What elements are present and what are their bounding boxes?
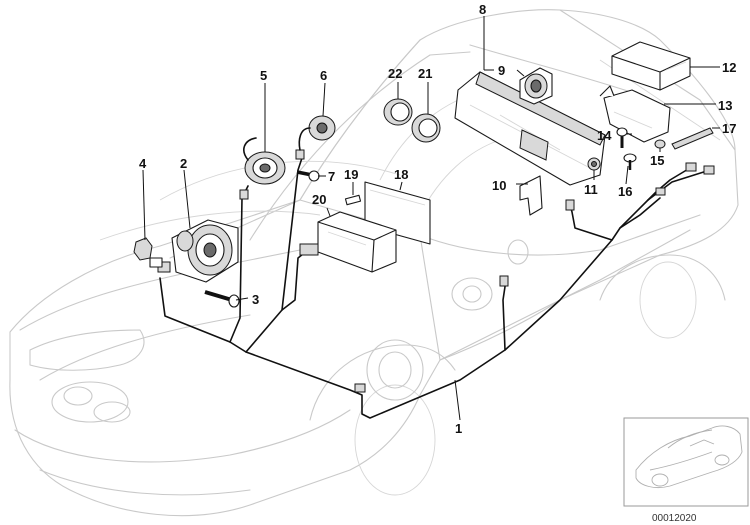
callout-15: 15 bbox=[650, 153, 664, 168]
callout-8: 8 bbox=[479, 2, 486, 17]
screw-part-16 bbox=[623, 153, 637, 170]
callout-16: 16 bbox=[618, 184, 632, 199]
ghost-door-speaker bbox=[366, 239, 529, 401]
callout-5: 5 bbox=[260, 68, 267, 83]
subwoofer-box-part-8 bbox=[454, 71, 606, 186]
callout-21: 21 bbox=[418, 66, 432, 81]
callout-20: 20 bbox=[312, 192, 326, 207]
wiring-harness bbox=[157, 149, 715, 419]
speaker-part-2 bbox=[171, 219, 239, 283]
callout-18: 18 bbox=[394, 167, 408, 182]
callout-2: 2 bbox=[180, 156, 187, 171]
tweeter-part-4 bbox=[133, 237, 163, 268]
ring-part-22 bbox=[383, 98, 413, 126]
pin-part-19 bbox=[344, 194, 362, 206]
inset-car-icon bbox=[635, 425, 743, 489]
grommet-part-15 bbox=[654, 139, 666, 149]
nut-part-11 bbox=[587, 157, 601, 171]
callout-9: 9 bbox=[498, 63, 505, 78]
leader-lines bbox=[142, 16, 720, 421]
callout-4: 4 bbox=[139, 156, 147, 171]
inset-thumbnail: 00012020 bbox=[623, 417, 749, 524]
ring-part-21 bbox=[411, 113, 441, 143]
reference-code: 00012020 bbox=[652, 513, 697, 524]
callout-7: 7 bbox=[328, 169, 335, 184]
callout-13: 13 bbox=[718, 98, 732, 113]
callout-10: 10 bbox=[492, 178, 506, 193]
speaker-part-5 bbox=[243, 137, 286, 185]
callout-labels: 1 2 3 4 5 6 7 8 9 10 11 12 13 14 15 16 1… bbox=[139, 2, 736, 436]
screw-part-7 bbox=[296, 170, 320, 182]
callout-17: 17 bbox=[722, 121, 736, 136]
speaker-part-9 bbox=[519, 67, 553, 105]
callout-1: 1 bbox=[455, 421, 462, 436]
bracket-part-10 bbox=[519, 175, 543, 216]
callout-6: 6 bbox=[320, 68, 327, 83]
callout-12: 12 bbox=[722, 60, 736, 75]
connector-block bbox=[299, 243, 319, 256]
amplifier-part-12 bbox=[611, 41, 691, 91]
callout-14: 14 bbox=[597, 128, 612, 143]
callout-19: 19 bbox=[344, 167, 358, 182]
rod-part-17 bbox=[671, 127, 714, 150]
callout-22: 22 bbox=[388, 66, 402, 81]
screw-part-3 bbox=[204, 290, 240, 308]
bolt-part-14 bbox=[616, 127, 628, 148]
speaker-part-6 bbox=[298, 115, 336, 151]
callout-3: 3 bbox=[252, 292, 259, 307]
callout-11: 11 bbox=[584, 182, 598, 197]
cage-part-20 bbox=[317, 211, 397, 273]
